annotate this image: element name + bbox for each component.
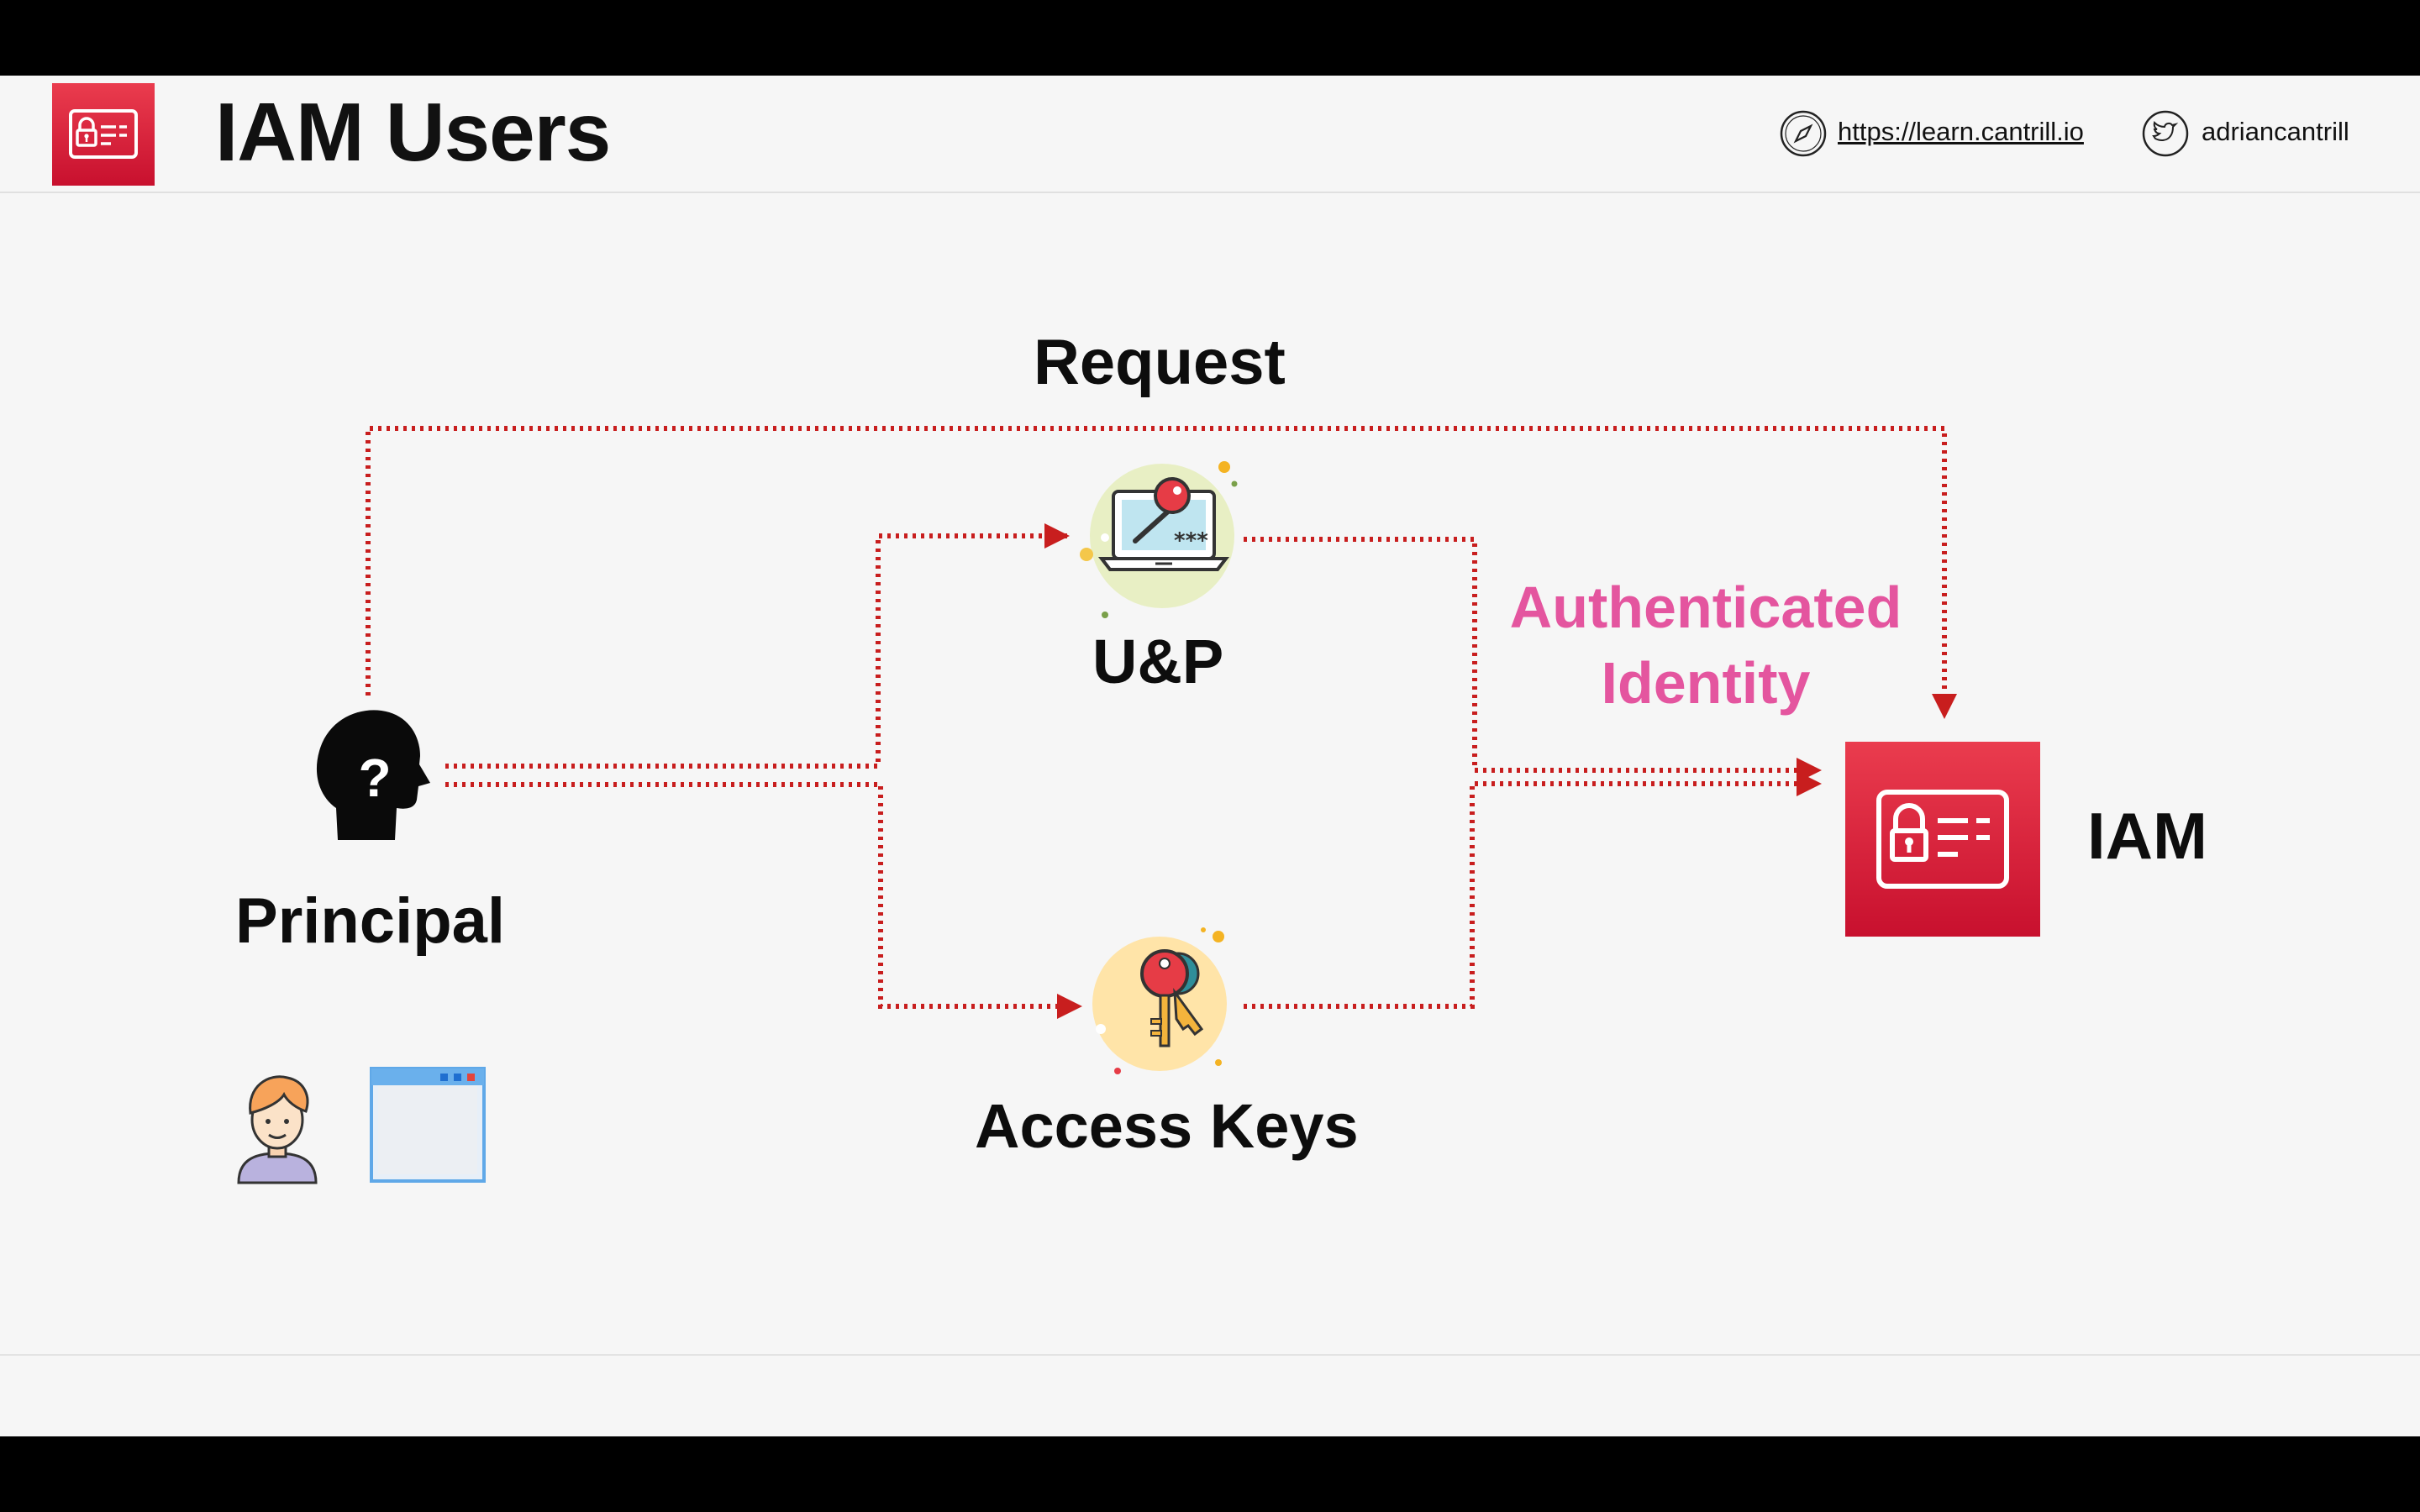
up-to-iam-connector — [1244, 537, 1822, 783]
website-link[interactable]: https://learn.cantrill.io — [1838, 117, 2084, 146]
authenticated-identity-label-line2: Identity — [1601, 650, 1811, 716]
page-title: IAM Users — [215, 86, 611, 178]
principal-question-mark: ? — [358, 748, 391, 808]
iam-label: IAM — [2087, 799, 2207, 873]
footer-divider — [0, 1354, 2420, 1356]
iam-badge-icon — [69, 109, 138, 159]
password-mask: *** — [1174, 528, 1208, 554]
header-divider — [0, 192, 2420, 193]
head-question-icon: ? — [316, 710, 430, 840]
person-avatar-icon — [237, 1075, 318, 1184]
app-window-icon — [370, 1067, 486, 1183]
twitter-handle[interactable]: adriancantrill — [2202, 117, 2349, 146]
compass-icon — [1780, 110, 1827, 157]
principal-label: Principal — [235, 885, 505, 957]
keys-to-iam-connector — [1244, 771, 1822, 1009]
access-keys-label: Access Keys — [975, 1091, 1359, 1161]
up-label: U&P — [1092, 627, 1224, 696]
principal-to-up-connector — [445, 523, 1070, 769]
iam-badge-icon — [1876, 790, 2009, 889]
iam-service-box — [1845, 742, 2040, 937]
iam-logo — [52, 83, 155, 186]
connector-lines — [366, 426, 1957, 1019]
principal-to-keys-connector — [445, 782, 1082, 1019]
twitter-bird-icon — [2142, 110, 2189, 157]
request-label: Request — [1034, 327, 1286, 398]
laptop-key-icon: *** — [1080, 461, 1238, 618]
authenticated-identity-label-line1: Authenticated — [1509, 575, 1902, 640]
keys-icon — [1092, 927, 1227, 1074]
slide: IAM Users https://learn.cantrill.io adri… — [0, 76, 2420, 1436]
